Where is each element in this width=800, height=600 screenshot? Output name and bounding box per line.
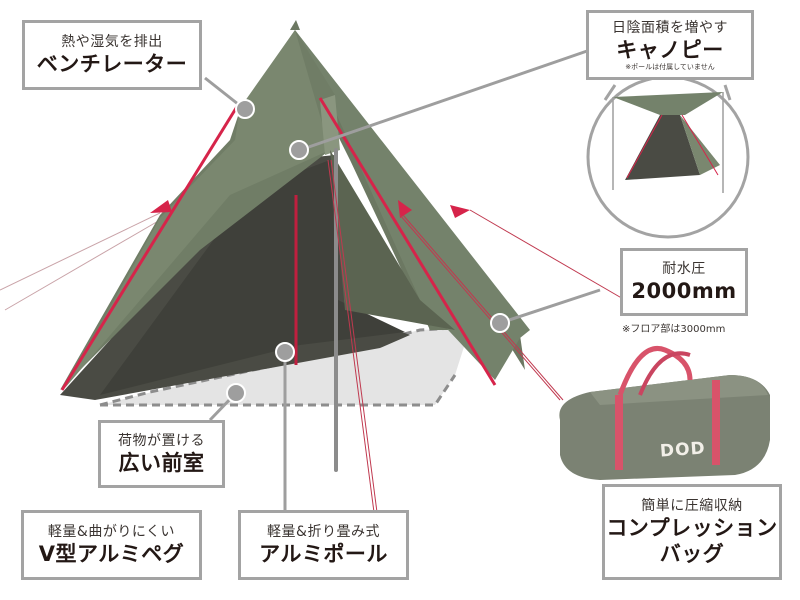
callout-main: 広い前室 xyxy=(118,451,205,475)
tent-body xyxy=(60,20,530,400)
callout-main: V型アルミペグ xyxy=(38,542,185,566)
callout-sub: 軽量&曲がりにくい xyxy=(47,524,176,540)
callout-main: 2000mm xyxy=(631,279,737,303)
callout-main: ベンチレーター xyxy=(36,52,188,76)
callout-main: キャノピー xyxy=(616,37,724,62)
callout-main: コンプレッション xyxy=(606,516,778,540)
canopy-inset xyxy=(586,75,750,239)
callout-vestibule: 荷物が置ける 広い前室 xyxy=(98,420,225,488)
callout-main-line2: バッグ xyxy=(659,542,725,566)
callout-main: アルミポール xyxy=(259,542,388,566)
leader-dots xyxy=(226,99,510,403)
callout-sub: 軽量&折り畳み式 xyxy=(267,524,380,540)
compression-bag xyxy=(559,346,770,480)
callout-sub: 熱や湿気を排出 xyxy=(61,34,163,50)
callout-pole: 軽量&折り畳み式 アルミポール xyxy=(238,510,409,580)
callout-sub: 日陰面積を増やす xyxy=(612,19,728,36)
callout-canopy: 日陰面積を増やす キャノピー ※ポールは付属していません xyxy=(586,10,754,80)
dod-logo: DOD xyxy=(659,438,707,462)
callout-sub: 簡単に圧縮収納 xyxy=(641,498,743,514)
callout-pegs: 軽量&曲がりにくい V型アルミペグ xyxy=(21,510,202,580)
guy-lines-left xyxy=(0,212,161,311)
callout-sub: 耐水圧 xyxy=(662,261,706,277)
callout-sub: 荷物が置ける xyxy=(118,433,205,449)
callout-note: ※ポールは付属していません xyxy=(625,62,715,71)
callout-bag: 簡単に圧縮収納 コンプレッション バッグ xyxy=(602,484,782,580)
waterproof-note: ※フロア部は3000mm xyxy=(622,324,726,335)
callout-waterproof: 耐水圧 2000mm xyxy=(620,248,748,316)
callout-ventilator: 熱や湿気を排出 ベンチレーター xyxy=(22,20,202,90)
